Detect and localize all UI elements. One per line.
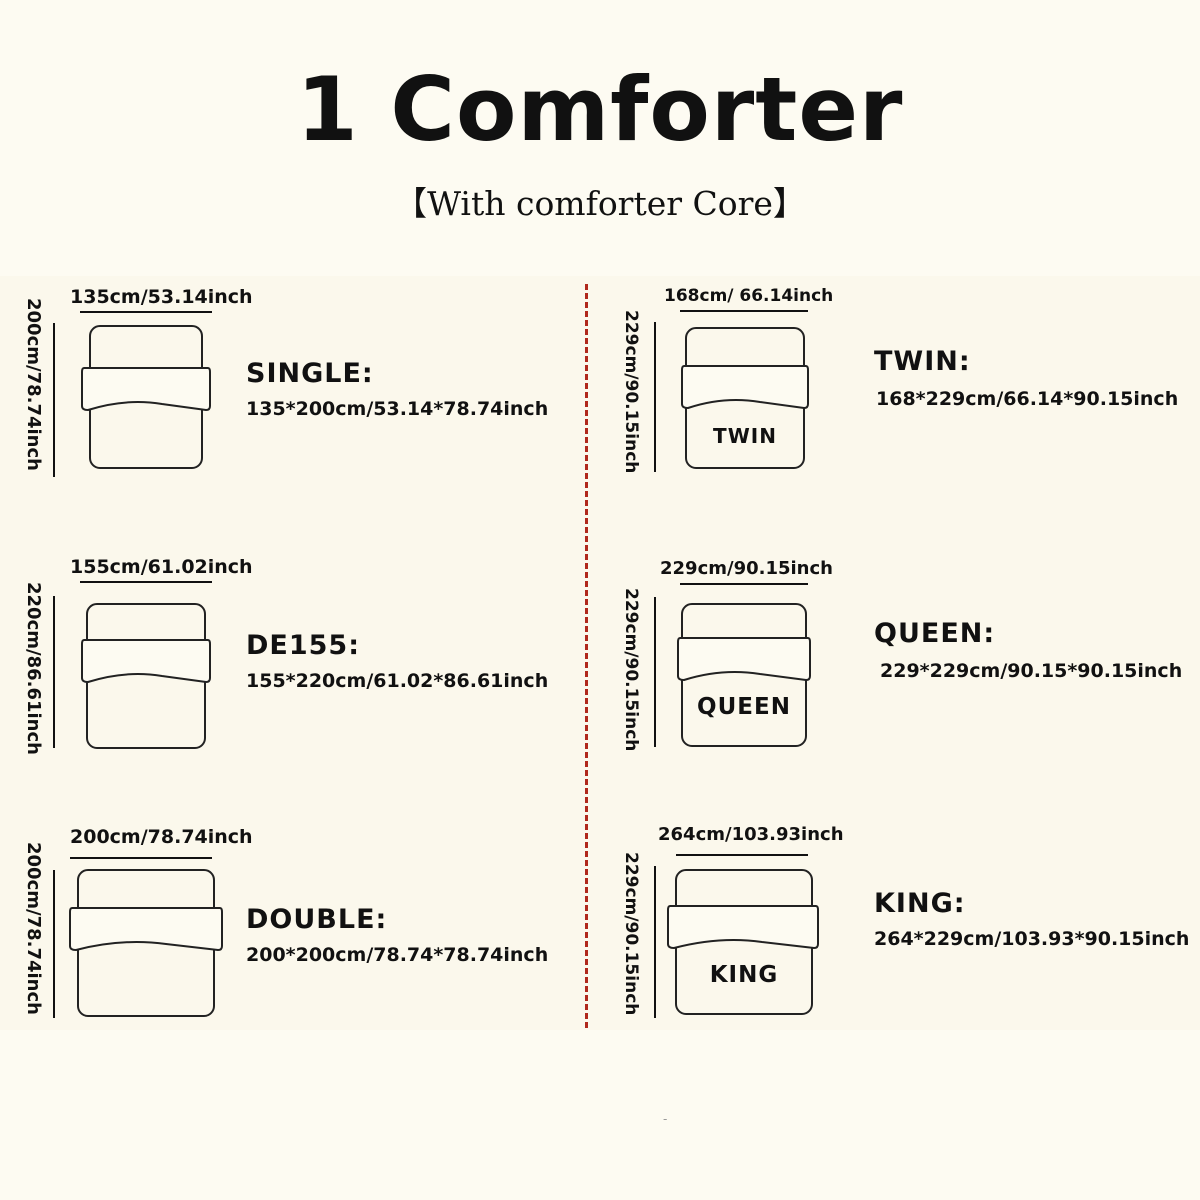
width-label: 168cm/ 66.14inch	[664, 286, 834, 306]
bed-icon	[667, 869, 819, 1015]
height-line	[53, 323, 55, 477]
height-label: 200cm/78.74inch	[23, 298, 44, 471]
width-line	[676, 854, 808, 856]
width-label: 135cm/53.14inch	[70, 286, 253, 308]
width-line	[80, 311, 212, 313]
bed-label: QUEEN	[697, 694, 791, 720]
height-label: 200cm/78.74inch	[23, 842, 44, 1015]
size-dims: 229*229cm/90.15*90.15inch	[880, 660, 1183, 682]
height-line	[654, 866, 656, 1018]
width-label: 229cm/90.15inch	[660, 558, 833, 579]
bed-icon	[681, 327, 809, 469]
bed-icon	[81, 325, 211, 469]
size-name: DOUBLE:	[246, 904, 388, 935]
width-label: 264cm/103.93inch	[658, 824, 844, 845]
width-label: 155cm/61.02inch	[70, 556, 253, 578]
dashed-divider	[585, 284, 588, 1028]
height-label: 220cm/86.61inch	[23, 582, 44, 755]
size-dims: 135*200cm/53.14*78.74inch	[246, 398, 549, 420]
width-line	[70, 857, 212, 859]
height-label: 229cm/90.15inch	[621, 310, 641, 474]
bed-label: TWIN	[713, 424, 777, 448]
bed-label: KING	[709, 962, 779, 988]
height-label: 229cm/90.15inch	[621, 588, 641, 752]
size-dims: 168*229cm/66.14*90.15inch	[876, 388, 1179, 410]
height-line	[53, 870, 55, 1018]
size-name: DE155:	[246, 630, 361, 661]
height-line	[654, 322, 656, 472]
page-subtitle: 【With comforter Core】	[394, 184, 806, 223]
bed-icon	[677, 603, 811, 747]
bed-icon	[69, 869, 223, 1017]
width-line	[680, 310, 808, 312]
height-line	[53, 596, 55, 748]
size-name: TWIN:	[874, 346, 971, 377]
size-name: SINGLE:	[246, 358, 374, 389]
size-name: QUEEN:	[874, 618, 996, 649]
page-title: 1 Comforter	[296, 58, 904, 161]
width-line	[80, 581, 212, 583]
size-dims: 155*220cm/61.02*86.61inch	[246, 670, 549, 692]
size-name: KING:	[874, 888, 966, 919]
bed-icon	[81, 603, 211, 749]
width-label: 200cm/78.74inch	[70, 826, 253, 848]
height-line	[654, 597, 656, 747]
size-dims: 264*229cm/103.93*90.15inch	[874, 928, 1190, 950]
stray-mark: -	[663, 1112, 668, 1126]
width-line	[680, 583, 808, 585]
height-label: 229cm/90.15inch	[621, 852, 641, 1016]
size-dims: 200*200cm/78.74*78.74inch	[246, 944, 549, 966]
